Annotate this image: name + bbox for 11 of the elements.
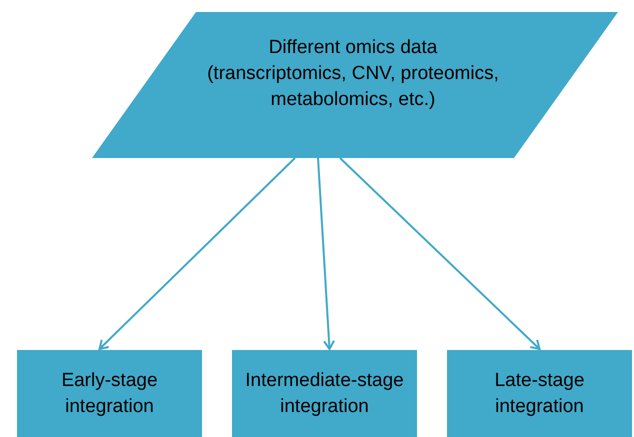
process-box [447, 350, 632, 437]
data-parallelogram [92, 12, 618, 158]
process-box [17, 350, 202, 437]
arrow [98, 157, 296, 350]
node-label: Intermediate-stage integration [244, 368, 405, 418]
process-box [232, 350, 417, 437]
node-label: Different omics data (transcriptomics, CNV, proteomics, metabolomics, etc.) [206, 36, 500, 112]
node-label: Early-stage integration [60, 368, 159, 418]
arrow [339, 157, 540, 350]
node-label: Late-stage integration [494, 368, 586, 418]
arrow [317, 158, 335, 350]
